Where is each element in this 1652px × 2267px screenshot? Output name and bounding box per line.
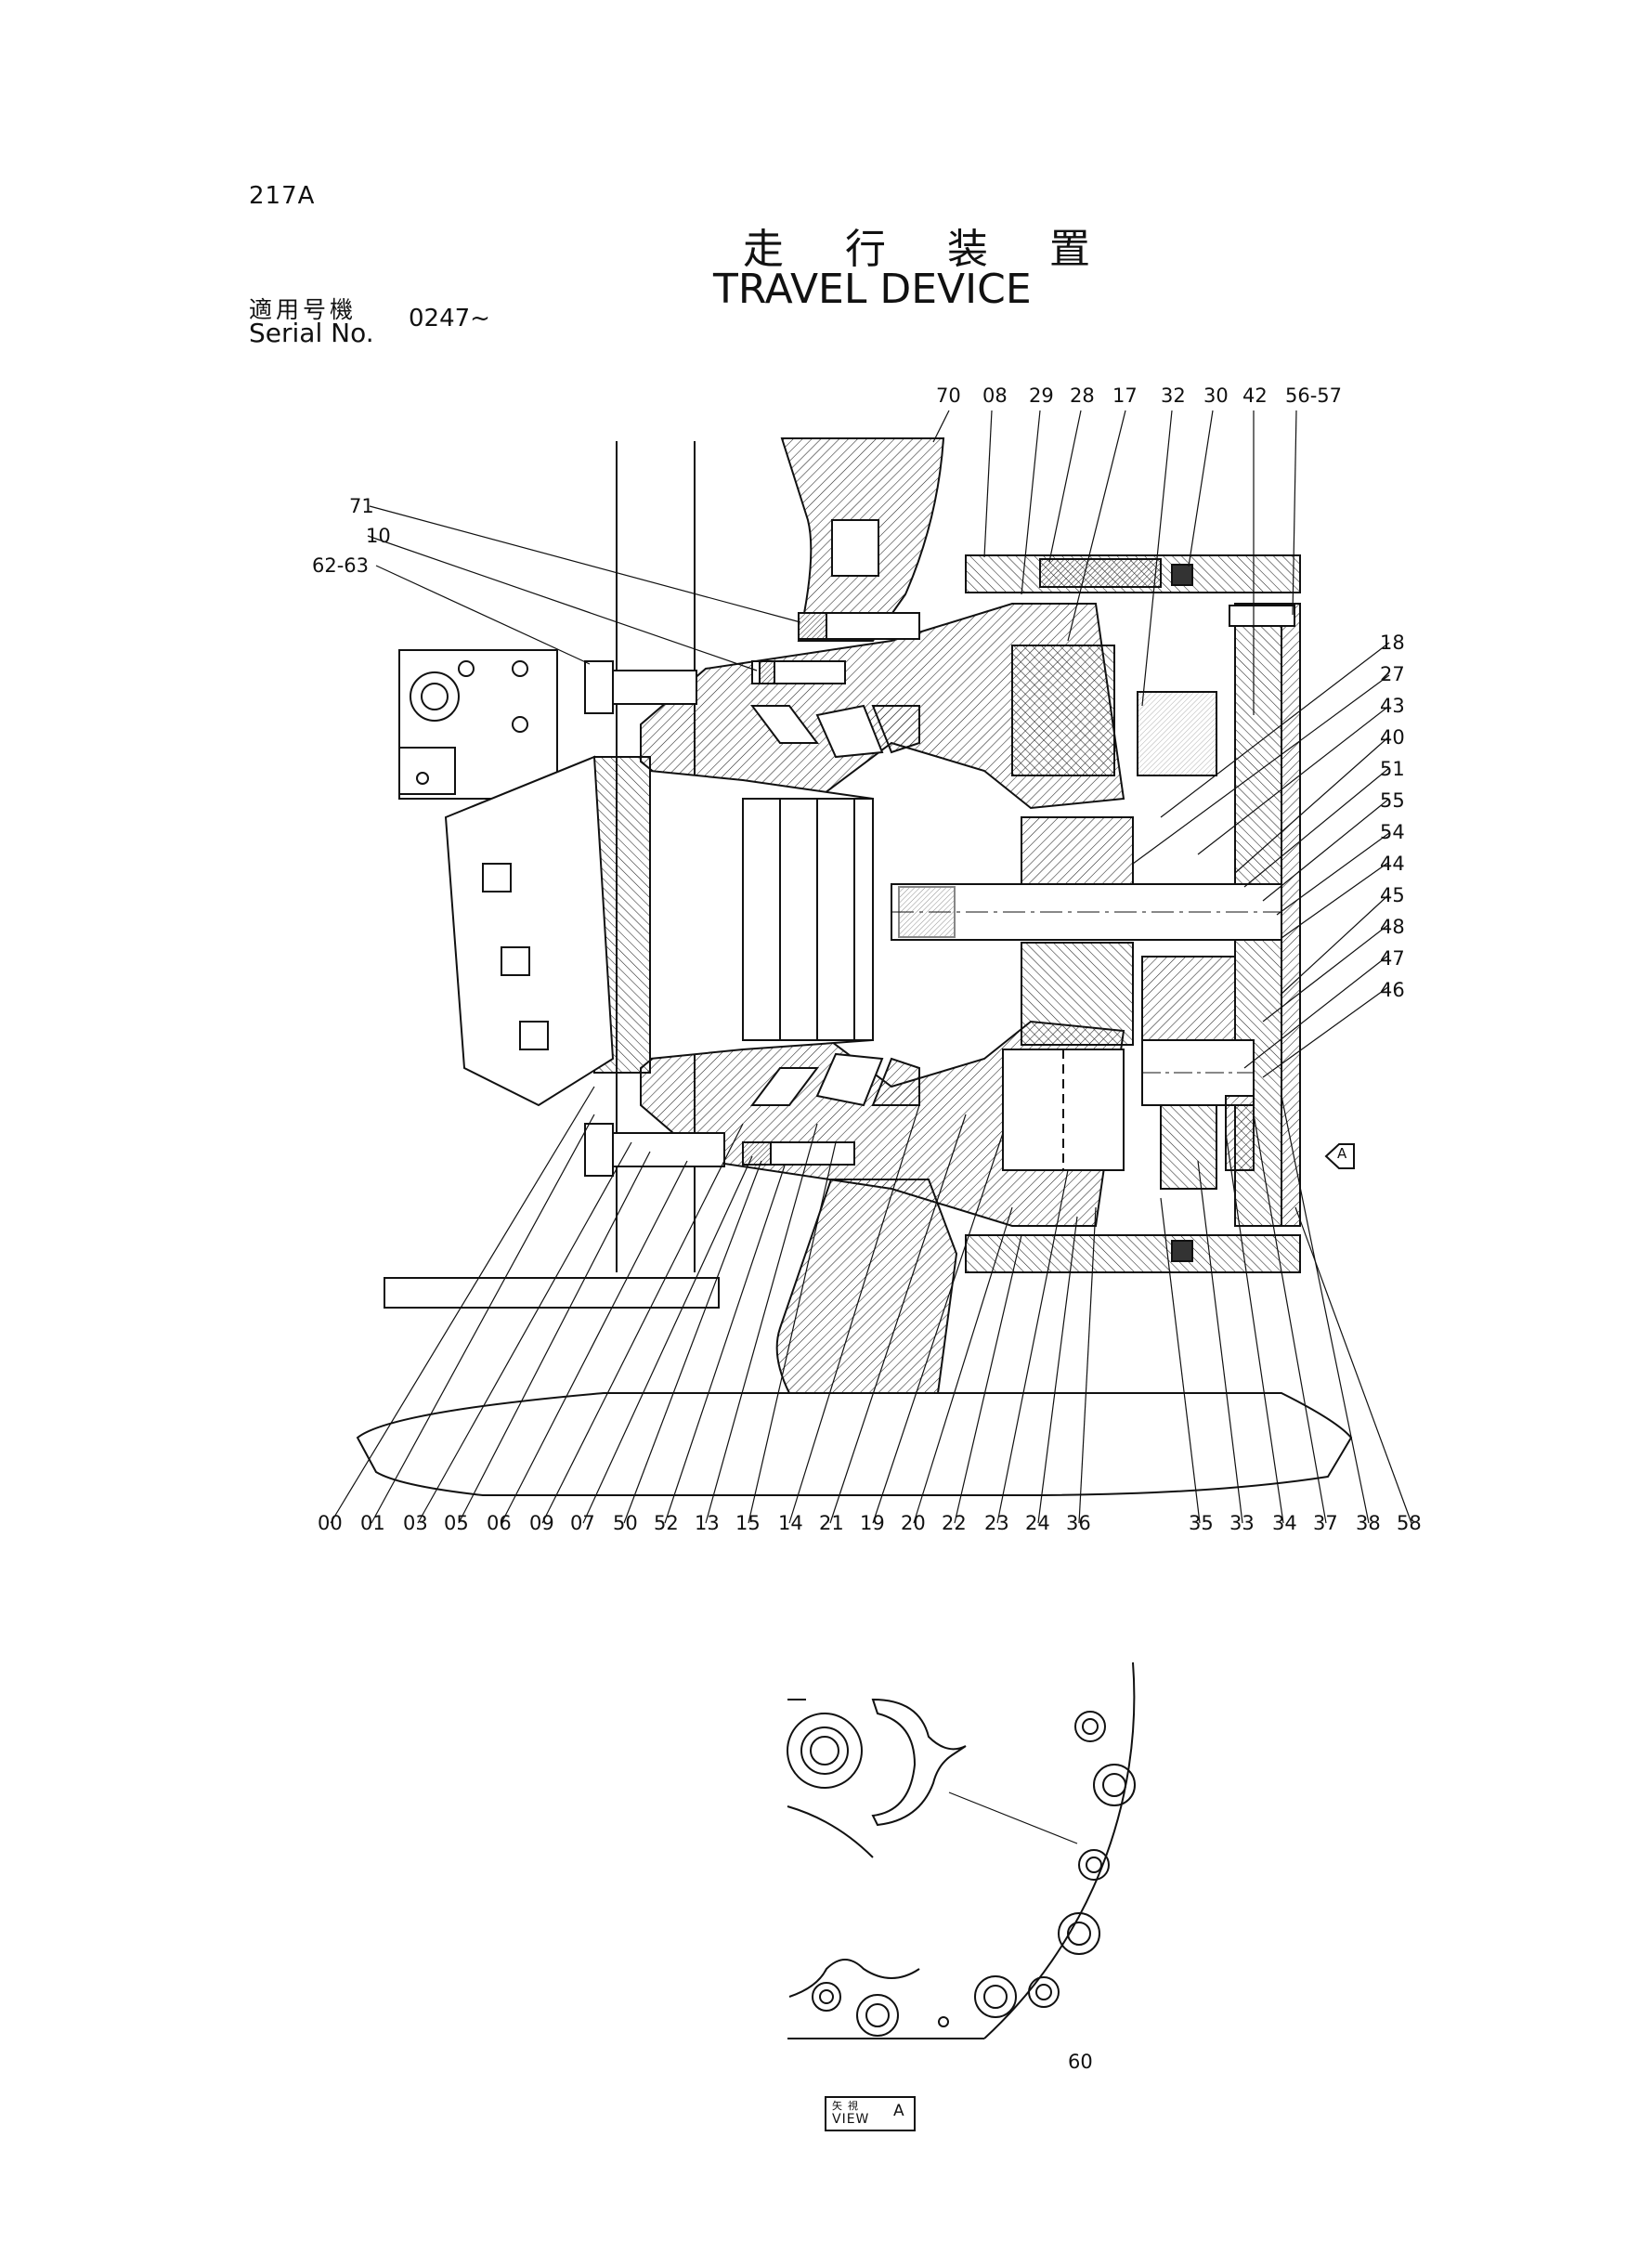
view-label-box: 矢視 VIEW A — [825, 2096, 916, 2131]
callout-bottom-10: 15 — [735, 1512, 761, 1534]
callout-top-7: 42 — [1242, 384, 1268, 407]
serial-label: Serial No. — [249, 318, 374, 348]
motor-rotor — [742, 798, 874, 1041]
page-title: TRAVEL DEVICE — [713, 266, 1032, 313]
sprocket-tooth-lower — [775, 1179, 958, 1394]
callout-right-2: 43 — [1380, 695, 1405, 717]
callout-bottom-22: 37 — [1313, 1512, 1338, 1534]
section-view — [356, 437, 1355, 1496]
motor-valve-body — [444, 755, 615, 1107]
view-a-bolt-holes — [812, 1711, 1136, 2037]
callout-bottom-1: 01 — [360, 1512, 385, 1534]
bolt-62-63 — [584, 660, 614, 714]
seal-top — [1171, 564, 1193, 586]
callout-top-2: 29 — [1029, 384, 1054, 407]
track-outline — [356, 1392, 1353, 1496]
callout-right-10: 47 — [1380, 947, 1405, 970]
callout-right-7: 44 — [1380, 853, 1405, 875]
callout-view_a-0: 60 — [1068, 2051, 1093, 2073]
page-title-japanese: 走 行 装 置 — [743, 226, 1114, 273]
callout-bottom-4: 06 — [487, 1512, 512, 1534]
callout-bottom-7: 50 — [613, 1512, 638, 1534]
callout-bottom-20: 33 — [1229, 1512, 1255, 1534]
callout-left-0: 71 — [349, 495, 374, 517]
ring-gear-teeth-top — [1039, 558, 1162, 588]
callout-right-0: 18 — [1380, 632, 1405, 654]
thrust-washer — [1160, 1104, 1217, 1190]
serial-label-japanese: 適用号機 — [249, 296, 358, 323]
callout-right-11: 46 — [1380, 979, 1405, 1001]
callout-right-5: 55 — [1380, 789, 1405, 812]
bolt-bottom — [584, 1123, 614, 1177]
callout-right-6: 54 — [1380, 821, 1405, 843]
view-label-text: VIEW — [832, 2112, 870, 2127]
callout-left-1: 10 — [366, 525, 391, 547]
spline — [898, 886, 956, 938]
callout-bottom-15: 22 — [942, 1512, 967, 1534]
callout-bottom-9: 13 — [695, 1512, 720, 1534]
callout-bottom-16: 23 — [984, 1512, 1009, 1534]
callout-bottom-14: 20 — [901, 1512, 926, 1534]
callout-bottom-19: 35 — [1189, 1512, 1214, 1534]
callout-bottom-6: 07 — [570, 1512, 595, 1534]
callout-top-3: 28 — [1070, 384, 1095, 407]
callout-right-8: 45 — [1380, 884, 1405, 906]
planet-gear-1 — [1011, 645, 1115, 776]
view-label-letter: A — [893, 2102, 904, 2120]
leader-lines — [330, 410, 1412, 1844]
sprocket-window — [831, 519, 879, 577]
view-a-arrow-icon — [1324, 1143, 1355, 1169]
callout-bottom-17: 24 — [1025, 1512, 1050, 1534]
callout-top-4: 17 — [1112, 384, 1138, 407]
cover-upper — [1234, 603, 1282, 892]
view-label-japanese: 矢視 — [832, 2100, 864, 2112]
seal-bottom — [1171, 1240, 1193, 1262]
callout-top-5: 32 — [1161, 384, 1186, 407]
bolt-56-57 — [1229, 605, 1295, 627]
callout-bottom-3: 05 — [444, 1512, 469, 1534]
page-number: 217A — [249, 182, 316, 210]
callout-bottom-18: 36 — [1066, 1512, 1091, 1534]
callout-bottom-11: 14 — [778, 1512, 803, 1534]
bearing-upper — [750, 704, 920, 759]
callout-right-3: 40 — [1380, 726, 1405, 749]
bearing-lower — [750, 1052, 920, 1107]
callout-top-8: 56-57 — [1285, 384, 1343, 407]
planet-gear-2 — [1021, 942, 1134, 1046]
view-marker-label: A — [1337, 1145, 1347, 1162]
callout-top-0: 70 — [936, 384, 961, 407]
callout-bottom-24: 58 — [1397, 1512, 1422, 1534]
serial-number-value: 0247~ — [409, 305, 490, 332]
view-a-drawing — [787, 1661, 1136, 2039]
callout-bottom-8: 52 — [654, 1512, 679, 1534]
callout-right-4: 51 — [1380, 758, 1405, 780]
callout-top-1: 08 — [982, 384, 1008, 407]
callout-left-2: 62-63 — [312, 554, 370, 577]
cover-plate — [1281, 603, 1301, 1227]
callout-bottom-5: 09 — [529, 1512, 554, 1534]
callout-bottom-21: 34 — [1272, 1512, 1297, 1534]
ring-gear-bottom — [965, 1234, 1301, 1273]
callout-top-6: 30 — [1203, 384, 1229, 407]
callout-bottom-13: 19 — [860, 1512, 885, 1534]
callout-bottom-2: 03 — [403, 1512, 428, 1534]
callout-bottom-12: 21 — [819, 1512, 844, 1534]
callout-bottom-23: 38 — [1356, 1512, 1381, 1534]
view-a-arc — [983, 1661, 1136, 2039]
callout-bottom-0: 00 — [318, 1512, 343, 1534]
track-frame-bar — [384, 1277, 720, 1309]
callout-right-1: 27 — [1380, 663, 1405, 685]
callout-right-9: 48 — [1380, 916, 1405, 938]
